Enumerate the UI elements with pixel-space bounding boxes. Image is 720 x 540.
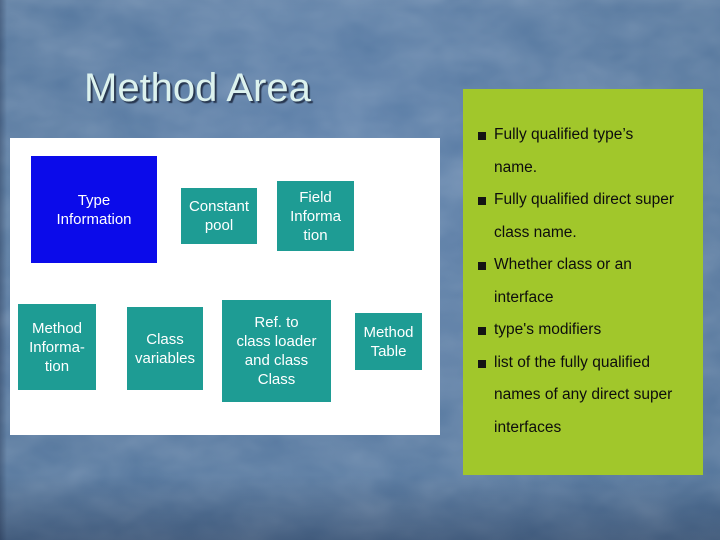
list-item: type's modifiers bbox=[478, 314, 693, 347]
box-type-information: Type Information bbox=[31, 156, 157, 263]
list-item: Fully qualified direct super class name. bbox=[478, 184, 693, 249]
square-bullet-icon bbox=[478, 262, 486, 270]
list-item: Fully qualified type’s name. bbox=[478, 119, 693, 184]
bullet-text: type's modifiers bbox=[494, 321, 602, 338]
box-constant-pool: Constant pool bbox=[181, 188, 257, 244]
bullet-text: Fully qualified type’s name. bbox=[494, 126, 634, 176]
bullet-text: list of the fully qualified names of any… bbox=[494, 353, 673, 436]
bullet-list: Fully qualified type’s name. Fully quali… bbox=[478, 119, 693, 444]
box-ref-to-class-loader: Ref. to class loader and class Class bbox=[222, 300, 331, 402]
square-bullet-icon bbox=[478, 197, 486, 205]
type-information-callout-panel: Fully qualified type’s name. Fully quali… bbox=[463, 89, 703, 475]
list-item: Whether class or an interface bbox=[478, 249, 693, 314]
box-field-information: Field Informa tion bbox=[277, 181, 354, 251]
square-bullet-icon bbox=[478, 359, 486, 368]
box-class-variables: Class variables bbox=[127, 307, 203, 390]
list-item: list of the fully qualified names of any… bbox=[478, 347, 693, 445]
bullet-text: Whether class or an interface bbox=[494, 256, 632, 306]
method-area-diagram-panel: Type Information Constant pool Field Inf… bbox=[10, 138, 440, 435]
box-method-table: Method Table bbox=[355, 313, 422, 370]
slide-title: Method Area bbox=[84, 66, 311, 110]
square-bullet-icon bbox=[478, 327, 486, 335]
bullet-text: Fully qualified direct super class name. bbox=[494, 191, 675, 241]
square-bullet-icon bbox=[478, 132, 486, 140]
box-method-information: Method Informa- tion bbox=[18, 304, 96, 390]
